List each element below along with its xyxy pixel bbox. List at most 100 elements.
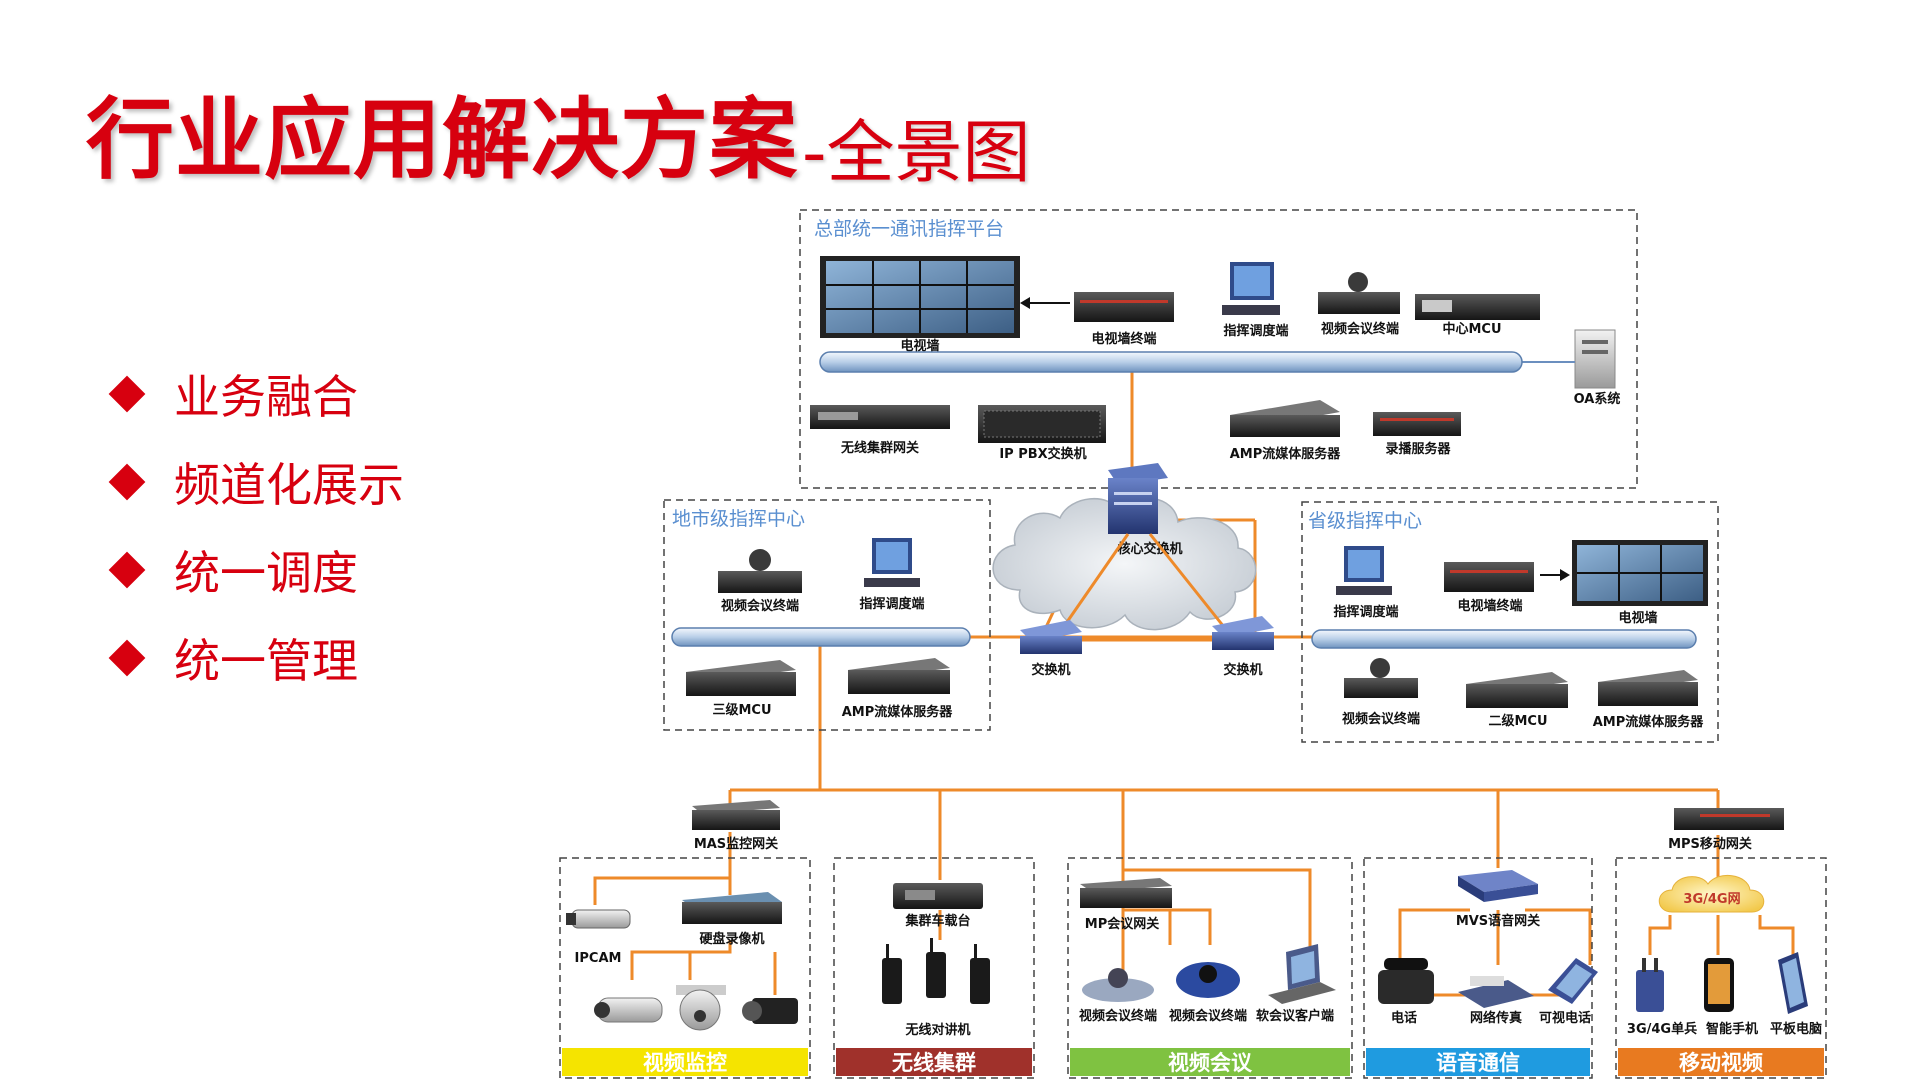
trunking-category: 无线集群 xyxy=(892,1051,976,1075)
province-dispatch-label: 指挥调度端 xyxy=(1333,604,1398,620)
city-region: 地市级指挥中心 视频会议终端 指挥调度端 三级MCU AMP流媒体服务器 xyxy=(663,499,991,731)
voice-category-bar xyxy=(1366,1048,1590,1076)
mobile-category: 移动视频 xyxy=(1679,1051,1763,1075)
bullet-item: 频道化展示 xyxy=(108,438,404,526)
phone-label: 电话 xyxy=(1391,1010,1417,1026)
province-mcu-label: 二级MCU xyxy=(1488,713,1547,729)
bullet-text: 统一管理 xyxy=(174,634,358,688)
city-video-terminal-label: 视频会议终端 xyxy=(721,598,799,614)
conference-category-bar xyxy=(1070,1048,1350,1076)
bullet-list: 业务融合 频道化展示 统一调度 统一管理 xyxy=(108,350,404,702)
recorder-label: 录播服务器 xyxy=(1385,441,1451,457)
smartphone-label: 智能手机 xyxy=(1706,1021,1758,1037)
dispatch-label: 指挥调度端 xyxy=(1223,323,1288,339)
conference-terminal-1-label: 视频会议终端 xyxy=(1079,1008,1157,1024)
oa-server-icon xyxy=(1574,329,1616,389)
province-amp-icon xyxy=(1598,670,1698,706)
mvs-gateway-icon xyxy=(1458,870,1538,902)
vehicle-radio-label: 集群车载台 xyxy=(904,913,970,929)
phone-icon xyxy=(1378,958,1434,1004)
city-bus xyxy=(671,627,971,647)
videophone-icon xyxy=(1548,958,1598,1004)
mas-gateway-label: MAS监控网关 xyxy=(694,836,778,852)
title-main: 行业应用解决方案 xyxy=(86,88,799,191)
province-tvwall-terminal-label: 电视墙终端 xyxy=(1457,598,1522,614)
hq-region: 总部统一通讯指挥平台 电视墙 电视墙终端 指挥调度端 视频会议 xyxy=(799,209,1638,489)
core-network-cloud xyxy=(992,497,1257,631)
province-tvwall-icon xyxy=(1572,540,1708,606)
bullet-item: 统一调度 xyxy=(108,526,404,614)
mcu-label: 中心MCU xyxy=(1442,321,1501,337)
mcu-icon xyxy=(1415,294,1540,320)
trunking-region: 集群车载台 无线对讲机 无线集群 xyxy=(833,857,1035,1079)
dvr-label: 硬盘录像机 xyxy=(699,931,764,947)
video-terminal-icon xyxy=(1318,272,1400,314)
voice-category: 语音通信 xyxy=(1436,1051,1520,1075)
soldier-unit-label: 3G/4G单兵 xyxy=(1627,1021,1697,1037)
province-region: 省级指挥中心 指挥调度端 电视墙终端 电视墙 视频会议终端 xyxy=(1301,501,1719,743)
bullet-camera-icon xyxy=(594,997,663,1023)
trunk-gateway-label: 无线集群网关 xyxy=(840,440,919,456)
province-bus xyxy=(1311,629,1697,649)
conference-region: MP会议网关 视频会议终端 视频会议终端 软会议客户端 视频会议 xyxy=(1067,857,1353,1079)
oa-label: OA系统 xyxy=(1574,391,1621,407)
mps-gateway-label: MPS移动网关 xyxy=(1668,836,1752,852)
mobile-category-bar xyxy=(1618,1048,1824,1076)
walkie-talkie-icon xyxy=(882,938,990,1004)
videophone-label: 可视电话 xyxy=(1539,1010,1591,1026)
city-amp-icon xyxy=(848,658,950,694)
ippbx-icon xyxy=(978,405,1106,443)
conference-category: 视频会议 xyxy=(1168,1051,1253,1075)
bullet-text: 统一调度 xyxy=(174,546,358,600)
amp-label: AMP流媒体服务器 xyxy=(1230,446,1342,462)
province-mcu-icon xyxy=(1466,672,1568,708)
smartphone-icon xyxy=(1704,958,1734,1012)
mp-gateway-icon xyxy=(1080,878,1172,908)
city-title: 地市级指挥中心 xyxy=(672,508,805,530)
conference-terminal-2-icon xyxy=(1176,962,1240,998)
soft-client-label: 软会议客户端 xyxy=(1256,1008,1334,1024)
trunk-gateway-icon xyxy=(810,405,950,429)
ipcam-icon xyxy=(566,909,631,929)
tvwall-terminal-icon xyxy=(1074,292,1174,322)
province-title: 省级指挥中心 xyxy=(1308,510,1422,532)
switch-right-icon xyxy=(1212,616,1274,650)
city-mcu-icon xyxy=(686,660,796,696)
mp-gateway-label: MP会议网关 xyxy=(1085,916,1159,932)
bullet-item: 统一管理 xyxy=(108,614,404,702)
recorder-icon xyxy=(1373,412,1461,436)
province-tvwall-terminal-icon xyxy=(1444,562,1534,592)
city-dispatch-icon xyxy=(864,538,920,587)
mvs-gateway-label: MVS语音网关 xyxy=(1456,913,1540,929)
city-amp-label: AMP流媒体服务器 xyxy=(842,704,954,720)
switch-right-label: 交换机 xyxy=(1223,662,1262,678)
video-monitor-category-bar xyxy=(562,1048,808,1076)
tablet-icon xyxy=(1778,952,1808,1014)
mobile-network-label: 3G/4G网 xyxy=(1683,892,1740,907)
province-video-terminal-label: 视频会议终端 xyxy=(1342,711,1420,727)
switch-left-label: 交换机 xyxy=(1031,662,1070,678)
bullet-text: 频道化展示 xyxy=(174,458,404,512)
soft-client-laptop-icon xyxy=(1268,944,1336,1004)
page-title: 行业应用解决方案 -全景图 xyxy=(86,86,1031,196)
vehicle-radio-icon xyxy=(893,883,983,909)
ippbx-label: IP PBX交换机 xyxy=(999,446,1086,462)
ipcam-label: IPCAM xyxy=(575,951,622,966)
conference-terminal-2-label: 视频会议终端 xyxy=(1169,1008,1247,1024)
title-sub: -全景图 xyxy=(802,114,1031,193)
box-camera-icon xyxy=(742,998,798,1024)
switch-left-icon xyxy=(1020,620,1082,654)
hq-title: 总部统一通讯指挥平台 xyxy=(814,218,1004,240)
walkie-talkie-label: 无线对讲机 xyxy=(904,1022,970,1038)
tvwall-label: 电视墙 xyxy=(900,338,939,354)
province-dispatch-icon xyxy=(1336,546,1392,595)
bullet-text: 业务融合 xyxy=(174,370,358,424)
dome-camera-icon xyxy=(676,985,726,1031)
tvwall-terminal-label: 电视墙终端 xyxy=(1091,331,1156,347)
province-amp-label: AMP流媒体服务器 xyxy=(1593,714,1705,730)
tablet-label: 平板电脑 xyxy=(1770,1021,1822,1037)
voice-region: MVS语音网关 电话 网络传真 可视电话 语音通信 xyxy=(1363,857,1598,1079)
trunking-category-bar xyxy=(836,1048,1032,1076)
fax-label: 网络传真 xyxy=(1470,1010,1522,1026)
